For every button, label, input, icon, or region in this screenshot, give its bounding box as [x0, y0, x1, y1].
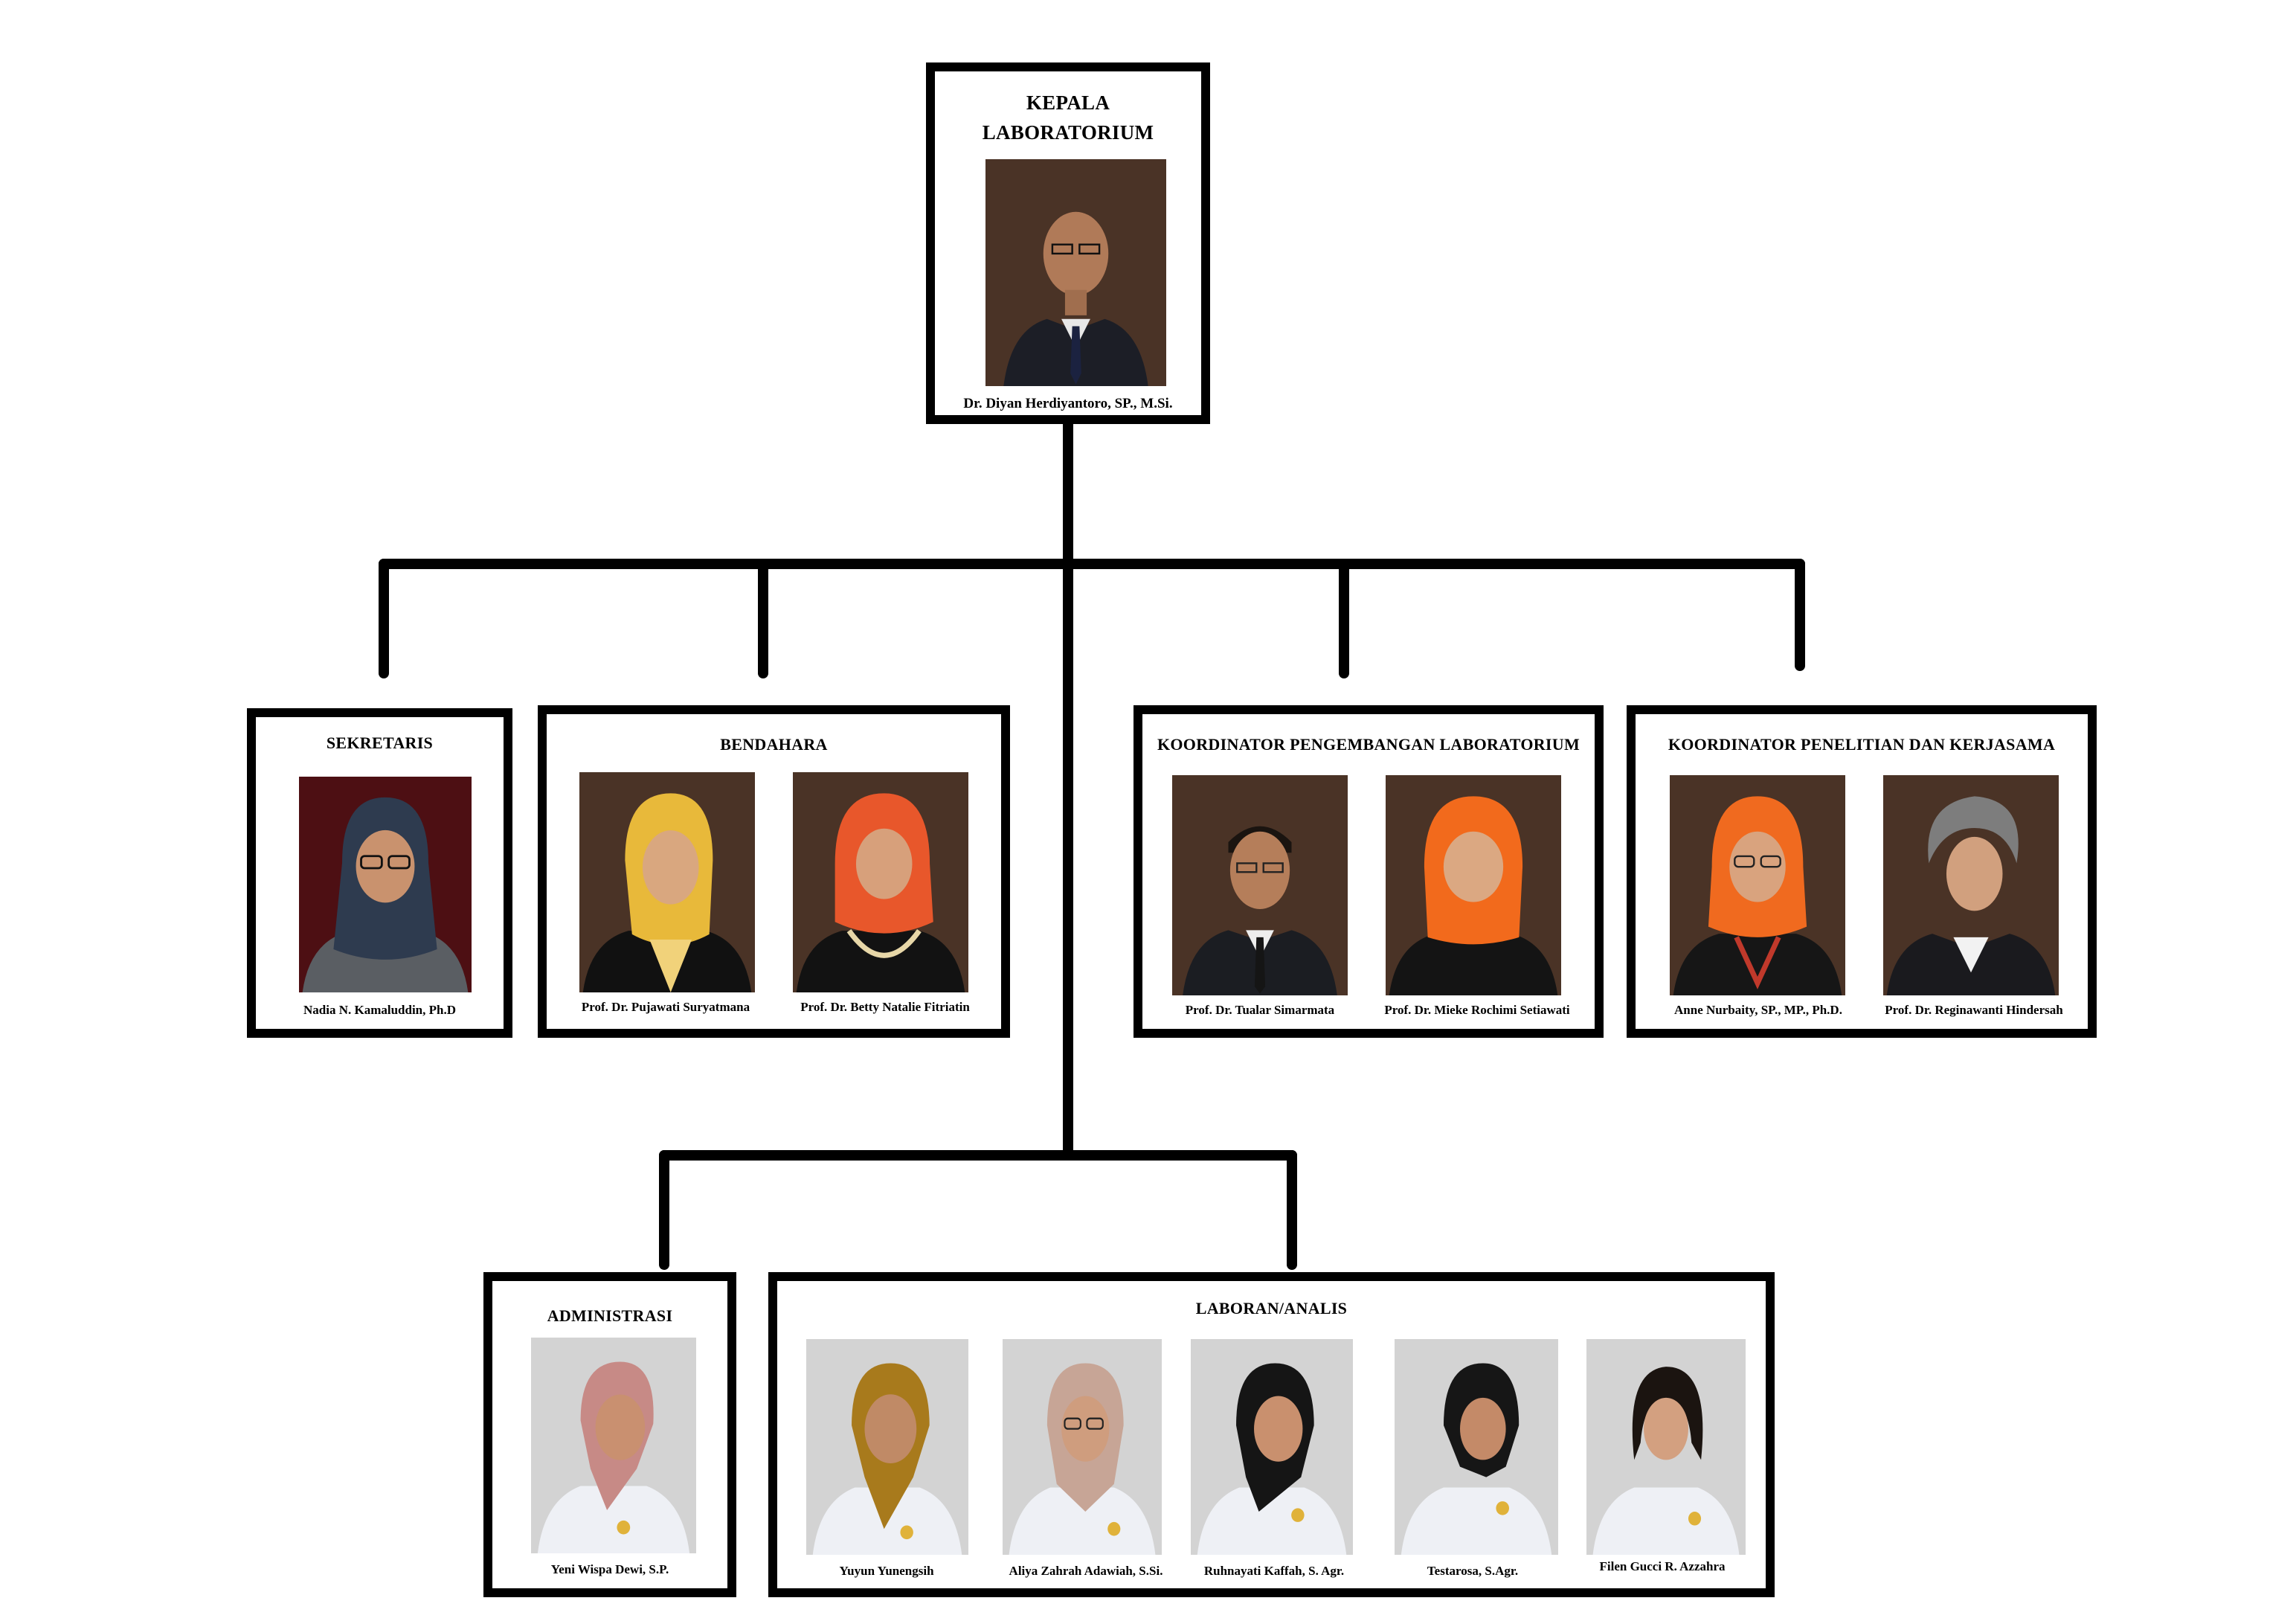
head-title: KEPALA LABORATORIUM	[935, 88, 1201, 147]
administrasi-name: Yeni Wispa Dewi, S.P.	[550, 1562, 669, 1576]
penelitian-name-1: Anne Nurbaity, SP., MP., Ph.D.	[1674, 1003, 1842, 1017]
sekretaris-photo	[299, 777, 472, 992]
administrasi-title: ADMINISTRASI	[547, 1306, 673, 1325]
laboran-photo-1	[806, 1339, 968, 1555]
penelitian-photo-2	[1883, 775, 2059, 995]
head-title-line1: KEPALA	[1026, 92, 1110, 114]
laboran-name-2: Aliya Zahrah Adawiah, S.Si.	[1009, 1564, 1163, 1578]
penelitian-name-2: Prof. Dr. Reginawanti Hindersah	[1885, 1003, 2063, 1017]
bendahara-title: BENDAHARA	[720, 735, 828, 754]
pengembangan-name-2: Prof. Dr. Mieke Rochimi Setiawati	[1384, 1003, 1570, 1017]
bendahara-photo-2	[793, 772, 968, 992]
pengembangan-name-1: Prof. Dr. Tualar Simarmata	[1185, 1003, 1335, 1017]
sekretaris-title: SEKRETARIS	[326, 734, 434, 752]
head-box: KEPALA LABORATORIUM Dr. Diyan Herdiyanto…	[926, 62, 1210, 424]
laboran-name-4: Testarosa, S.Agr.	[1427, 1564, 1519, 1578]
head-photo	[985, 159, 1166, 386]
laboran-title: LABORAN/ANALIS	[1195, 1299, 1348, 1318]
laboran-name-1: Yuyun Yunengsih	[839, 1564, 934, 1578]
penelitian-photo-1	[1670, 775, 1845, 995]
pengembangan-title: KOORDINATOR PENGEMBANGAN LABORATORIUM	[1157, 735, 1580, 754]
penelitian-box: KOORDINATOR PENELITIAN DAN KERJASAMA Ann…	[1627, 705, 2097, 1038]
administrasi-photo	[531, 1338, 696, 1553]
bendahara-name-1: Prof. Dr. Pujawati Suryatmana	[581, 1000, 750, 1014]
sekretaris-name: Nadia N. Kamaluddin, Ph.D	[303, 1003, 456, 1017]
bendahara-name-2: Prof. Dr. Betty Natalie Fitriatin	[800, 1000, 970, 1014]
laboran-photo-4	[1395, 1339, 1558, 1555]
head-title-line2: LABORATORIUM	[982, 121, 1154, 144]
administrasi-box: ADMINISTRASI Yeni Wispa Dewi, S.P.	[483, 1272, 736, 1597]
pengembangan-box: KOORDINATOR PENGEMBANGAN LABORATORIUM Pr…	[1133, 705, 1604, 1038]
laboran-name-3: Ruhnayati Kaffah, S. Agr.	[1203, 1564, 1345, 1578]
laboran-box: LABORAN/ANALIS	[768, 1272, 1775, 1597]
laboran-photo-3	[1191, 1339, 1353, 1555]
laboran-photo-2	[1003, 1339, 1162, 1555]
sekretaris-box: SEKRETARIS Nadia N. Kamaluddin, Ph.D	[247, 708, 512, 1038]
pengembangan-photo-1	[1172, 775, 1348, 995]
head-name: Dr. Diyan Herdiyantoro, SP., M.Si.	[963, 396, 1173, 411]
laboran-name-5: Filen Gucci R. Azzahra	[1599, 1559, 1726, 1573]
penelitian-title: KOORDINATOR PENELITIAN DAN KERJASAMA	[1668, 735, 2056, 754]
bendahara-box: BENDAHARA Prof. Dr. Pujawati Suryatmana …	[538, 705, 1010, 1038]
bendahara-photo-1	[579, 772, 755, 992]
laboran-photo-5	[1586, 1339, 1746, 1555]
pengembangan-photo-2	[1386, 775, 1561, 995]
